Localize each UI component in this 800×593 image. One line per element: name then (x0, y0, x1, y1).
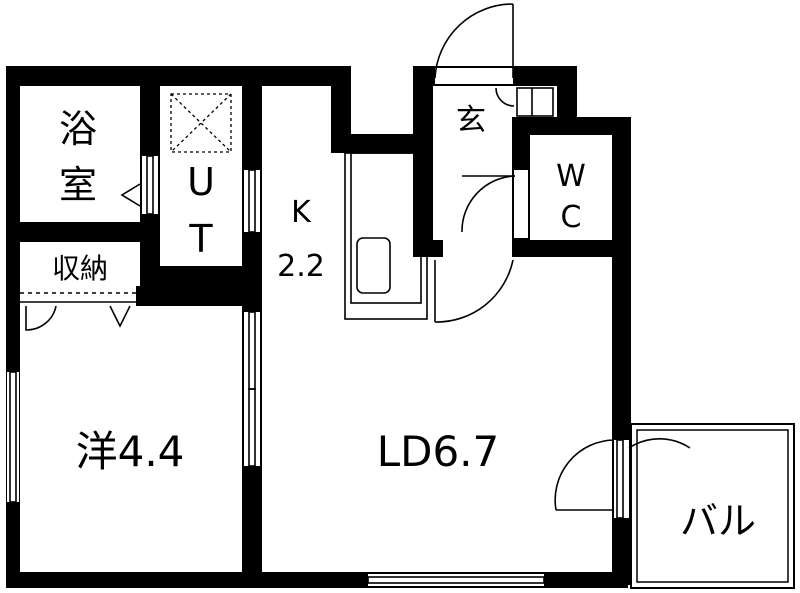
balcony-label: バル (680, 499, 756, 543)
wall-top-left (6, 66, 351, 86)
door-swings (25, 3, 691, 511)
wall-wc-top (512, 117, 631, 135)
kitchen-label-2: 2.2 (277, 249, 325, 284)
room-labels: 浴 室 U T 収納 K 2.2 玄 W C 洋4.4 LD6.7 バル (52, 103, 756, 543)
ut-label-2: T (188, 217, 213, 261)
walls (6, 66, 631, 588)
bath-door-frame (146, 155, 154, 215)
openings (7, 68, 629, 586)
wall-entrance-left (413, 66, 433, 256)
ut-door-opening (244, 170, 260, 232)
sliding-door-2 (248, 388, 256, 467)
ventilation-fan-icon (170, 93, 232, 153)
wc-label-1: W (556, 159, 586, 194)
storage-strip (20, 286, 136, 306)
bath-label-1: 浴 (59, 107, 97, 151)
opening-frames (9, 155, 624, 584)
storage-door-marker (109, 305, 131, 328)
shoe-box (516, 87, 554, 117)
front-door-opening (435, 68, 513, 84)
wall-wc-bottom (512, 240, 631, 257)
kitchen-label-1: K (291, 195, 312, 230)
balcony-door-swing-icon (554, 439, 615, 511)
wc-door-opening (514, 170, 528, 238)
wall-left (6, 66, 20, 588)
left-window-icon (9, 371, 17, 503)
wall-bath-bottom (20, 222, 160, 242)
storage-label: 収納 (52, 252, 108, 285)
wall-kitchen-step (331, 66, 351, 153)
bath-door-opening (142, 156, 158, 214)
ld-door-swing-icon (434, 259, 514, 323)
shoe-box-swing-icon (495, 87, 515, 107)
wall-kitchen-top (331, 134, 421, 153)
balcony-inner (636, 429, 789, 583)
storage-floor (20, 286, 136, 306)
balcony (630, 423, 795, 589)
wall-ut-bottom (140, 266, 262, 286)
storage-door-swing-icon (25, 305, 57, 331)
bath-label-2: 室 (59, 163, 97, 207)
front-door-swing-icon (434, 3, 514, 79)
ut-label-1: U (187, 160, 215, 204)
wc-label-2: C (561, 200, 582, 235)
balcony-out-swing-icon (628, 438, 691, 449)
balcony-outline (630, 423, 795, 589)
ut-door-frame (248, 169, 256, 233)
wall-entrance-bottom (413, 240, 443, 257)
wall-storage-bottom (136, 286, 262, 306)
wall-entrance-right (557, 66, 577, 122)
counter-inner (350, 152, 422, 304)
western-room-label: 洋4.4 (76, 427, 185, 476)
bottom-window-icon (367, 576, 545, 584)
sink-icon (356, 237, 391, 294)
ld-label: LD6.7 (377, 427, 500, 476)
balcony-door-frame (616, 439, 624, 519)
kitchen-counter (344, 152, 428, 320)
bath-door-marker (120, 183, 141, 207)
entrance-label: 玄 (456, 103, 486, 138)
entrance-door-swing-icon (461, 175, 516, 233)
bottom-window-opening (368, 574, 544, 586)
left-window-opening (7, 372, 19, 502)
